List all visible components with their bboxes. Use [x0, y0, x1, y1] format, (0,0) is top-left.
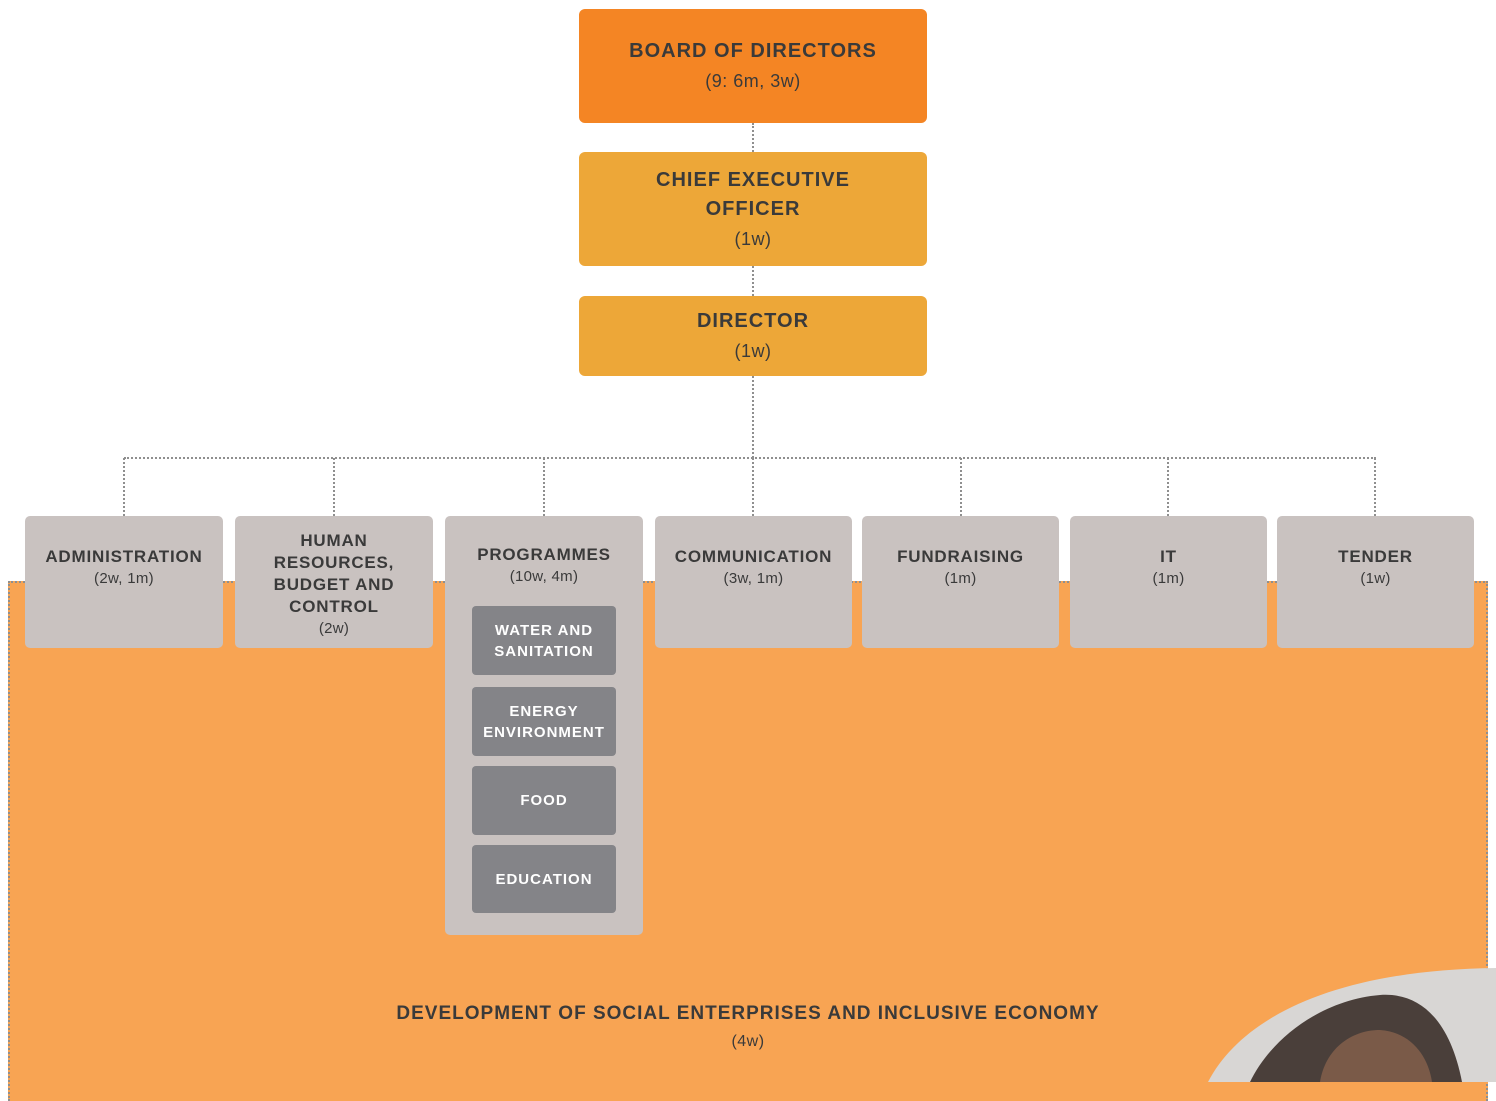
- programme-energy-environment: ENERGY ENVIRONMENT: [472, 687, 616, 756]
- board-of-directors-box: BOARD OF DIRECTORS (9: 6m, 3w): [579, 9, 927, 123]
- dept-title: IT: [1160, 547, 1177, 566]
- ceo-title: CHIEF EXECUTIVE OFFICER: [656, 168, 850, 220]
- dept-title: COMMUNICATION: [674, 547, 833, 566]
- dept-count: (1w): [1360, 570, 1391, 587]
- dept-count: (1m): [944, 570, 977, 587]
- social-enterprises-count: (4w): [731, 1033, 765, 1050]
- programme-label: EDUCATION: [495, 870, 593, 888]
- connector-human-resources: [333, 458, 335, 516]
- dept-count: (3w, 1m): [723, 570, 784, 587]
- dept-count: (1m): [1152, 570, 1185, 587]
- director-title: DIRECTOR: [696, 310, 810, 332]
- person-photo-icon: [1208, 968, 1496, 1082]
- dept-communication: COMMUNICATION (3w, 1m): [655, 516, 852, 648]
- social-enterprises-title: DEVELOPMENT OF SOCIAL ENTERPRISES AND IN…: [396, 1003, 1100, 1024]
- connector-board-ceo: [752, 123, 754, 152]
- dept-human-resources: HUMAN RESOURCES, BUDGET AND CONTROL (2w): [235, 516, 433, 648]
- programme-label: FOOD: [520, 792, 568, 809]
- director-box: DIRECTOR (1w): [579, 296, 927, 376]
- ceo-count: (1w): [734, 228, 772, 249]
- programme-food: FOOD: [472, 766, 616, 835]
- social-enterprises-panel: [8, 581, 1488, 1101]
- dept-title: FUNDRAISING: [897, 547, 1024, 566]
- connector-communication: [752, 458, 754, 516]
- programme-education: EDUCATION: [472, 845, 616, 913]
- programme-water-sanitation: WATER AND SANITATION: [472, 606, 616, 675]
- dept-administration: ADMINISTRATION (2w, 1m): [25, 516, 223, 648]
- connector-tender: [1374, 458, 1376, 516]
- dept-count: (10w, 4m): [509, 568, 579, 585]
- connector-ceo-director: [752, 266, 754, 296]
- dept-title: PROGRAMMES: [477, 545, 611, 564]
- dept-title: ADMINISTRATION: [45, 547, 203, 566]
- dept-title: HUMAN RESOURCES, BUDGET AND CONTROL: [273, 531, 395, 616]
- dept-count: (2w): [318, 620, 350, 637]
- programme-label: ENERGY ENVIRONMENT: [483, 702, 605, 741]
- dept-title: TENDER: [1338, 547, 1413, 566]
- board-count: (9: 6m, 3w): [705, 71, 801, 91]
- connector-fundraising: [960, 458, 962, 516]
- connector-director-bus: [752, 376, 754, 458]
- ceo-box: CHIEF EXECUTIVE OFFICER (1w): [579, 152, 927, 266]
- dept-fundraising: FUNDRAISING (1m): [862, 516, 1059, 648]
- director-count: (1w): [734, 341, 772, 361]
- connector-programmes: [543, 458, 545, 516]
- dept-count: (2w, 1m): [94, 570, 154, 587]
- dept-tender: TENDER (1w): [1277, 516, 1474, 648]
- connector-it: [1167, 458, 1169, 516]
- board-title: BOARD OF DIRECTORS: [629, 40, 877, 62]
- department-bus-line: [124, 457, 1376, 459]
- programme-label: WATER AND SANITATION: [494, 621, 594, 660]
- connector-administration: [123, 458, 125, 516]
- dept-it: IT (1m): [1070, 516, 1267, 648]
